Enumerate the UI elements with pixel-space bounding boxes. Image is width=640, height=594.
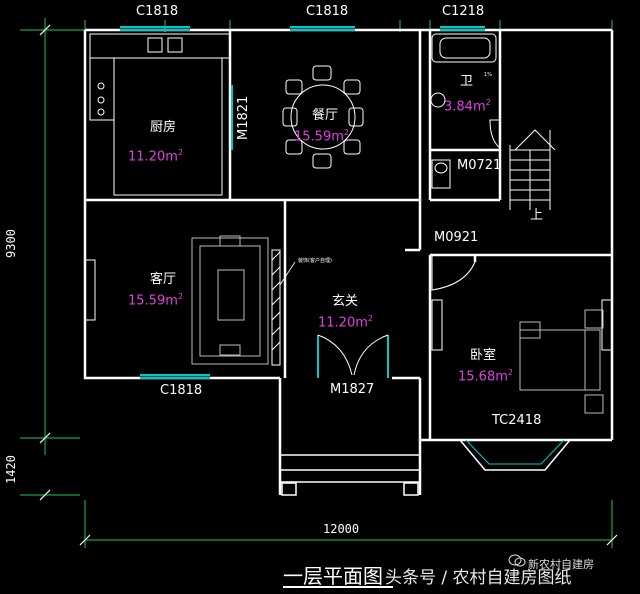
bath-fixtures (430, 33, 497, 189)
window-label-bedroom-bay: TC2418 (492, 413, 542, 428)
room-name-living: 客厅 (150, 272, 177, 287)
door-label-entrance: M1827 (330, 382, 375, 397)
watermark-chat-icon (508, 554, 526, 567)
room-name-bath: 卫 (460, 74, 474, 89)
dimension-width-total: 12000 (323, 522, 360, 536)
door-label-kitchen-dining: M1821 (236, 95, 251, 140)
drawing-title: 一层平面图 (283, 564, 383, 588)
room-area-dining: 15.59m2 (294, 128, 349, 145)
wall-window-frames (84, 259, 613, 351)
porch (280, 454, 420, 496)
watermark-brand: 新农村自建房 (528, 558, 594, 571)
title-underline (283, 586, 393, 588)
room-name-bedroom: 卧室 (470, 348, 497, 363)
window-label-bath: C1218 (442, 4, 485, 19)
dimension-lines (20, 18, 613, 548)
bath-slope: 1% (484, 72, 492, 78)
watermark-text: 头条号 / 农村自建房图纸 (385, 568, 572, 588)
kitchen-fixtures (89, 33, 231, 196)
room-name-foyer: 玄关 (332, 294, 359, 309)
room-area-kitchen: 11.20m2 (128, 148, 183, 165)
stairs (509, 129, 556, 210)
room-area-bath: 3.84m2 (444, 98, 491, 115)
living-furniture (191, 235, 269, 365)
door-swings (317, 119, 501, 376)
window-label-dining: C1818 (306, 4, 349, 19)
stair-up-label: 上 (530, 208, 544, 223)
room-area-foyer: 11.20m2 (318, 314, 373, 331)
room-name-dining: 餐厅 (312, 108, 339, 123)
window-label-living: C1818 (160, 383, 203, 398)
dim-ticks (39, 24, 618, 546)
decor-annotation: 装饰(客户自理) (298, 258, 332, 264)
door-label-bedroom: M0921 (434, 230, 479, 245)
dining-table (282, 65, 364, 169)
dimension-height-porch: 1420 (4, 455, 18, 484)
windows (120, 26, 485, 379)
room-area-living: 15.59m2 (128, 292, 183, 309)
door-label-bath: M0721 (457, 158, 502, 173)
window-label-kitchen: C1818 (136, 4, 179, 19)
bay-window (459, 439, 571, 471)
bedroom-furniture (519, 309, 604, 414)
dimension-height-main: 9300 (4, 229, 18, 258)
room-name-kitchen: 厨房 (150, 120, 177, 135)
room-area-bedroom: 15.68m2 (458, 368, 513, 385)
decor-wall (271, 249, 296, 366)
